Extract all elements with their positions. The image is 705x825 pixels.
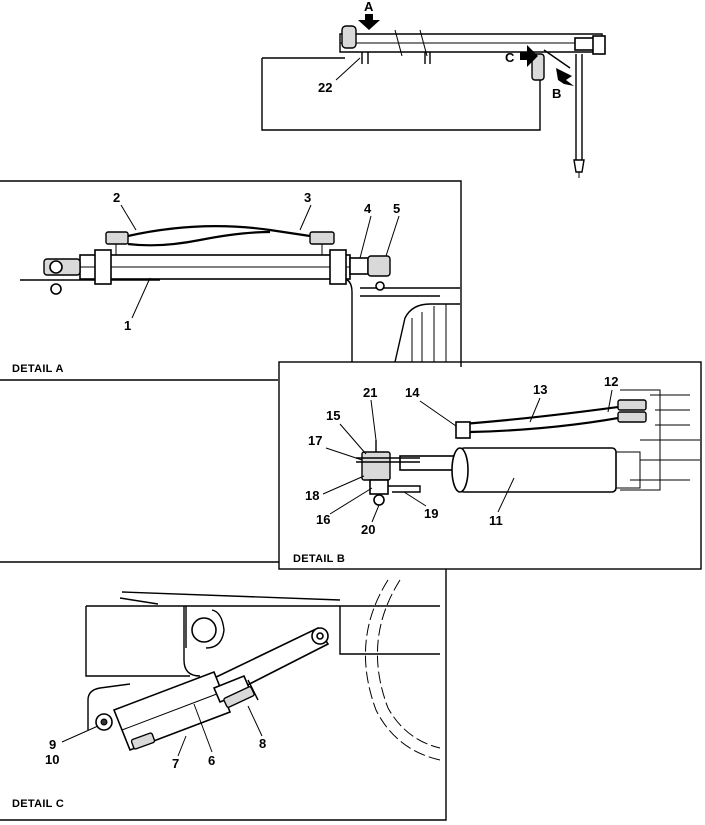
callout-14: 14 (405, 385, 420, 400)
detail-b-nut (373, 494, 385, 506)
overview-vertical-tube (575, 54, 583, 160)
detail-b-title: DETAIL B (293, 553, 345, 565)
detail-b-view: 12 13 14 21 15 17 18 16 20 19 11 DETAIL … (278, 361, 702, 570)
callout-21: 21 (363, 385, 377, 400)
callout-4: 4 (364, 201, 372, 216)
overview-c-component (531, 53, 545, 81)
detail-b-frame (278, 361, 702, 570)
detail-a-title: DETAIL A (12, 363, 64, 375)
detail-a-hose-fitting-left (105, 231, 129, 245)
detail-a-fitting-5 (367, 255, 391, 277)
view-b-label: B (552, 86, 561, 101)
view-c-label: C (505, 50, 515, 65)
callout-2: 2 (113, 190, 120, 205)
detail-a-frame (0, 180, 462, 367)
detail-c-swing-arc (364, 579, 441, 761)
callout-11: 11 (489, 513, 503, 528)
callout-5: 5 (393, 201, 400, 216)
callout-6: 6 (208, 753, 215, 768)
view-a-label: A (364, 0, 374, 14)
overview-view: A B C 22 (261, 0, 606, 178)
detail-b-cylinder (459, 447, 617, 493)
callout-20: 20 (361, 522, 375, 537)
overview-panel (261, 58, 541, 131)
callout-16: 16 (316, 512, 330, 527)
detail-c-view: 9 10 7 6 8 DETAIL C (0, 561, 447, 821)
detail-a-view: 2 3 4 5 1 DETAIL A (0, 180, 462, 381)
callout-10: 10 (45, 752, 59, 767)
detail-a-hose-3 (127, 230, 271, 247)
detail-a-hose-fitting-right (309, 231, 335, 245)
callout-8: 8 (259, 736, 266, 751)
arrow-c-icon (520, 45, 538, 67)
detail-c-frame (0, 569, 447, 821)
callout-9: 9 (49, 737, 56, 752)
overview-clamps (361, 52, 431, 64)
callout-13: 13 (533, 382, 547, 397)
detail-c-pivot (191, 617, 217, 643)
detail-c-fitting-7 (130, 732, 156, 750)
detail-c-title: DETAIL C (12, 798, 64, 810)
callout-18: 18 (305, 488, 319, 503)
detail-b-hose-13 (461, 402, 641, 426)
callout-3: 3 (304, 190, 311, 205)
detail-b-hose-12 (469, 412, 641, 434)
callout-15: 15 (326, 408, 340, 423)
callout-7: 7 (172, 756, 179, 771)
arrow-b-icon (556, 68, 574, 86)
callout-19: 19 (424, 506, 438, 521)
callout-1: 1 (124, 318, 131, 333)
overview-end-fitting (341, 25, 357, 49)
arrow-a-icon (358, 14, 380, 30)
callout-12: 12 (604, 374, 618, 389)
callout-17: 17 (308, 433, 322, 448)
detail-a-hose-2 (127, 225, 311, 238)
detail-a-fitting-4 (349, 257, 369, 275)
detail-b-clevis (361, 451, 391, 481)
callout-22: 22 (318, 80, 332, 95)
